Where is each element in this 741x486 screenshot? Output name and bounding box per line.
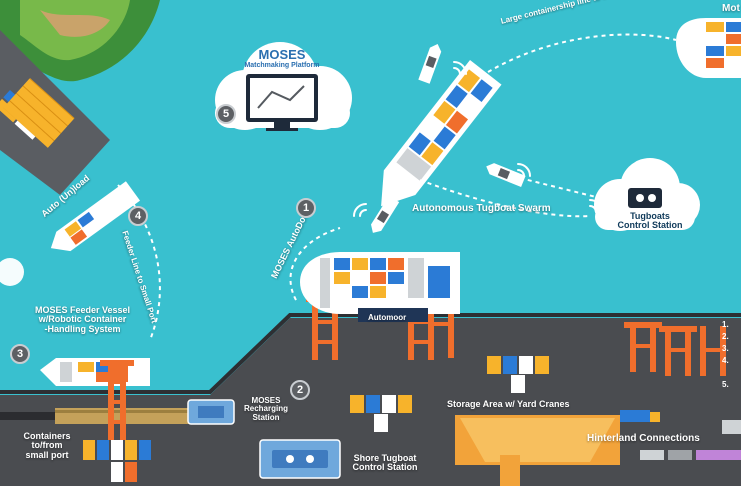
recharging-label: MOSES Recharging Station [236, 396, 296, 422]
sea-containership [381, 60, 502, 207]
shore-tug-line-1: Shore Tugboat [353, 453, 417, 463]
legend-item-1: 1. [722, 320, 729, 329]
feeder-vessel-label: MOSES Feeder Vessel w/Robotic Container … [20, 305, 145, 334]
platform-logo: MOSES Matchmaking Platform [232, 48, 332, 69]
monitor-icon [246, 74, 318, 131]
feeder-vessel-line-2: w/Robotic Container [38, 314, 127, 325]
feeder-vessel-line-3: -Handling System [44, 323, 121, 334]
containers-line-3: small port [25, 449, 69, 460]
recharging-line-1: MOSES [251, 396, 281, 405]
wifi-signals [353, 61, 603, 217]
hinterland-label: Hinterland Connections [587, 433, 700, 444]
motor-label: Mot [722, 3, 740, 14]
legend-item-2: 2. [722, 332, 729, 341]
step-badge-3: 3 [10, 344, 30, 364]
containers-label: Containers to/from small port [10, 431, 84, 460]
hinterland-vehicles [620, 410, 741, 460]
recharging-line-2: Recharging [243, 404, 288, 414]
containers-line-1: Containers [23, 431, 71, 441]
platform-logo-text: MOSES [258, 47, 306, 62]
legend-item-3: 3. [722, 344, 729, 353]
step-badge-2: 2 [290, 380, 310, 400]
tug-station-line-2: Control Station [617, 220, 683, 231]
recharging-station [187, 399, 235, 425]
legend-item-4: 4. [722, 356, 729, 365]
controller-icon [628, 188, 662, 208]
automoor-label: Automoor [368, 313, 407, 322]
storage-warehouse [455, 415, 620, 486]
storage-label: Storage Area w/ Yard Cranes [447, 399, 570, 409]
feeder-vessel-line-1: MOSES Feeder Vessel [34, 305, 131, 315]
shore-tug-station [259, 439, 341, 479]
yard-containers [350, 356, 549, 432]
legend-item-5: 5. [722, 380, 729, 389]
tugboat-east [486, 163, 526, 187]
containers-line-2: to/from [31, 440, 63, 451]
step-badge-4: 4 [128, 206, 148, 226]
step-badge-5: 5 [216, 104, 236, 124]
small-clouds [0, 258, 24, 286]
platform-subtitle: Matchmaking Platform [244, 61, 320, 69]
tug-station-label: Tugboats Control Station [602, 211, 698, 231]
tugboat-south [371, 195, 400, 233]
docked-containership [300, 252, 460, 322]
feeder-vessel-top [50, 181, 141, 252]
tugboat-north [418, 44, 442, 84]
dashed-links [117, 33, 677, 341]
shore-tug-label: Shore Tugboat Control Station [340, 453, 430, 473]
vessel-top-right [676, 18, 741, 78]
step-badge-1: 1 [296, 198, 316, 218]
containers-small-port [83, 440, 151, 482]
swarm-label: Autonomous Tugboat Swarm [412, 203, 551, 214]
crane-small-port [100, 360, 134, 440]
tug-station-line-1: Tugboats [630, 211, 670, 221]
recharging-line-3: Station [252, 412, 280, 422]
shore-tug-line-2: Control Station [352, 462, 418, 473]
